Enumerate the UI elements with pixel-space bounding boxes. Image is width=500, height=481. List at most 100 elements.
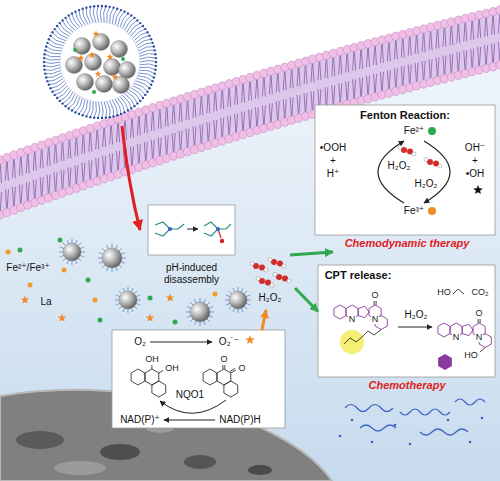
lipid-head [56,25,58,27]
particle-core [60,22,140,102]
nanoparticle-sphere [119,62,136,79]
lipid-head [51,31,53,33]
atom-label: OH [164,363,180,373]
lipid-chain [110,101,114,117]
reaction-arrow [295,288,318,312]
lipid-head [78,113,80,115]
lipid-head [49,87,51,89]
lipid-chain [72,239,73,243]
lipid-chain [90,101,93,117]
node-text: Fe³⁺ [404,205,424,217]
lipid-chain [72,261,73,265]
iron-dot [92,90,96,94]
bond [374,301,375,305]
lanthanum-star [95,70,102,77]
bond [480,319,481,323]
node-text: O₂ [134,336,146,348]
atom-label: O [371,290,380,300]
lipid-head [144,94,146,96]
lipid-head [112,115,114,117]
lipid-chain [140,57,156,59]
lipid-head [120,113,122,115]
nanoparticle-sphere [77,74,94,91]
reaction-arrow [150,342,212,343]
lipid-chain [121,262,125,264]
lipid-head [78,9,80,11]
lipid-head [59,22,61,24]
reaction-arrow [262,310,266,330]
dna-strand [420,429,468,435]
reaction-box: Fenton Reaction:•OOH+H⁺Fe²⁺H₂O₂H₂O₂Fe³⁺O… [315,105,495,252]
lipid-head [154,69,156,71]
lipid-chain [131,288,133,292]
lipid-head [64,17,66,19]
node-text: H₂O₂ [415,178,438,190]
lipid-chain [44,62,60,64]
lipid-chain [115,300,119,301]
lipid-head [116,114,118,116]
hydrogen-atom [424,158,428,162]
lipid-head [127,12,129,14]
iron-dot [98,318,103,323]
lipid-head [45,76,47,78]
lipid-chain [60,247,64,249]
lipid-head [155,57,157,59]
bond [224,365,225,369]
lipid-head [43,65,45,67]
lipid-head [105,116,107,118]
lipid-head [151,42,153,44]
nanoparticle-sphere [104,59,121,76]
node-text: H₂O₂ [405,309,428,321]
lipid-head [81,114,83,116]
lipid-chain [102,248,105,251]
iron-dot [6,250,11,255]
cofactor-arrow [164,420,215,421]
lipid-chain [97,6,99,22]
reaction-arrow [187,229,198,230]
annotation-label: La [40,296,51,308]
atom-label: OH [144,354,160,364]
lipid-head [154,49,156,51]
lipid-chain [246,295,250,297]
atom-label: HO [463,350,479,360]
lipid-head [97,117,99,119]
bond [376,301,377,305]
lipid-chain [112,244,113,248]
membrane-band [0,10,500,215]
panel-frame [112,330,285,428]
lipid-chain [204,321,206,325]
atom-label: N [371,314,380,324]
lipid-chain [229,306,232,309]
lipid-head [120,9,122,11]
lipid-chain [209,307,213,309]
lipid-chain [122,258,126,259]
amine-bond [218,224,231,229]
amine-bond [204,222,218,236]
lipid-chain [134,306,137,309]
lipid-chain [100,6,102,22]
lipid-head [89,6,91,8]
panel-frame [318,265,495,377]
lipid-head [67,14,69,16]
lipid-head [148,35,150,37]
drug-dot [447,419,450,422]
lipid-chain [107,245,109,249]
nanoparticle-sphere [74,38,91,55]
atom-label: O [475,308,484,318]
lipid-head [44,49,46,51]
nanoparticle-sphere [102,248,122,268]
lipid-chain [116,267,118,271]
lipid-chain [131,308,133,312]
lipid-chain [238,309,239,313]
lanthanum-star [107,53,114,60]
lipid-head [155,61,157,63]
molecule-ring [131,369,145,385]
node-text: •OOH [320,142,346,154]
lipid-head [116,8,118,10]
hydrogen-atom [264,268,268,272]
lipid-chain [186,312,190,313]
lipid-head [139,100,141,102]
lipid-head [139,22,141,24]
iron-dot [213,292,218,297]
lipid-head [81,8,83,10]
